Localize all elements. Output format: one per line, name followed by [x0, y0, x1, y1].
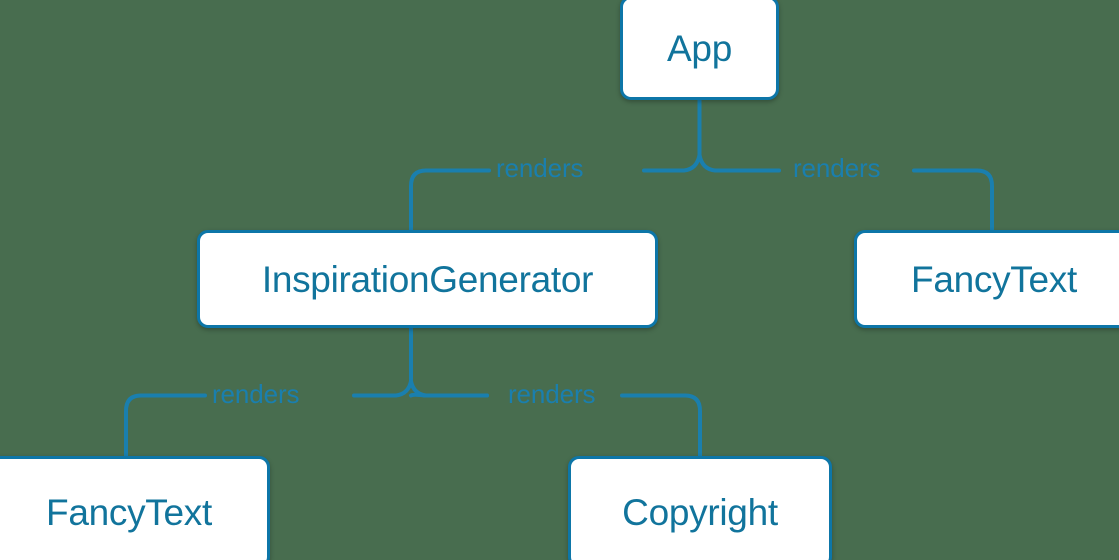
- node-fancytext-right-label: FancyText: [911, 258, 1077, 300]
- node-inspirationgenerator-label: InspirationGenerator: [261, 258, 594, 300]
- node-fancytext-left-label: FancyText: [46, 491, 212, 533]
- node-app[interactable]: App: [620, 0, 779, 100]
- node-inspirationgenerator[interactable]: InspirationGenerator: [197, 230, 658, 328]
- node-fancytext-left[interactable]: FancyText: [0, 456, 270, 560]
- edge-label-app-to-inspirationgenerator: renders: [496, 153, 584, 183]
- edge-inspgen-to-fancy-left-right-seg: [352, 379, 413, 398]
- edge-label-inspirationgenerator-to-copyright: renders: [508, 379, 596, 409]
- edge-label-inspirationgenerator-to-fancytext: renders: [212, 379, 300, 409]
- edge-label-app-to-fancytext: renders: [793, 153, 881, 183]
- edge-app-to-inspgen-left-seg: [409, 168, 491, 232]
- edge-app-to-fancy-right-left-seg: [697, 153, 781, 173]
- node-copyright[interactable]: Copyright: [568, 456, 832, 560]
- node-copyright-label: Copyright: [622, 491, 778, 533]
- edge-inspgen-to-copyright-right-seg: [620, 393, 702, 458]
- node-fancytext-right[interactable]: FancyText: [854, 230, 1119, 328]
- edge-inspgen-to-copyright-elbow: [409, 379, 489, 398]
- edge-inspgen-to-fancy-left-left-seg: [124, 393, 207, 458]
- edge-app-to-fancy-right-right-seg: [912, 168, 994, 232]
- edge-app-to-inspgen-right-seg: [642, 153, 702, 173]
- node-app-label: App: [667, 27, 732, 69]
- edge-inspgen-to-copyright-left-seg: [409, 392, 489, 398]
